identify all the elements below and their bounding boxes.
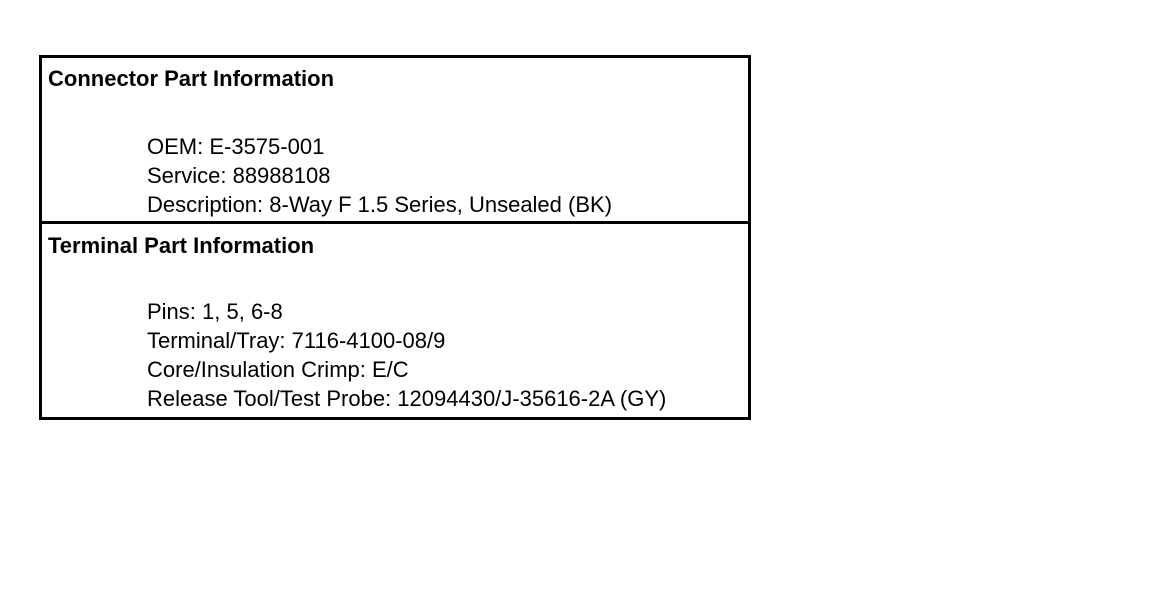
connector-service-line: Service: 88988108 (147, 163, 331, 188)
part-info-table: Connector Part Information OEM: E-3575-0… (39, 55, 751, 420)
terminal-part-title: Terminal Part Information (48, 233, 315, 258)
terminal-tray-line: Terminal/Tray: 7116-4100-08/9 (147, 328, 446, 353)
terminal-crimp-line: Core/Insulation Crimp: E/C (147, 357, 409, 382)
connector-oem-line: OEM: E-3575-001 (147, 134, 325, 159)
connector-part-title: Connector Part Information (48, 66, 335, 91)
terminal-pins-line: Pins: 1, 5, 6-8 (147, 299, 283, 324)
terminal-release-tool-line: Release Tool/Test Probe: 12094430/J-3561… (147, 386, 667, 411)
connector-description-line: Description: 8-Way F 1.5 Series, Unseale… (147, 192, 613, 217)
connector-part-section: Connector Part Information OEM: E-3575-0… (42, 58, 748, 221)
section-divider (42, 221, 748, 224)
terminal-part-section: Terminal Part Information Pins: 1, 5, 6-… (42, 224, 748, 417)
